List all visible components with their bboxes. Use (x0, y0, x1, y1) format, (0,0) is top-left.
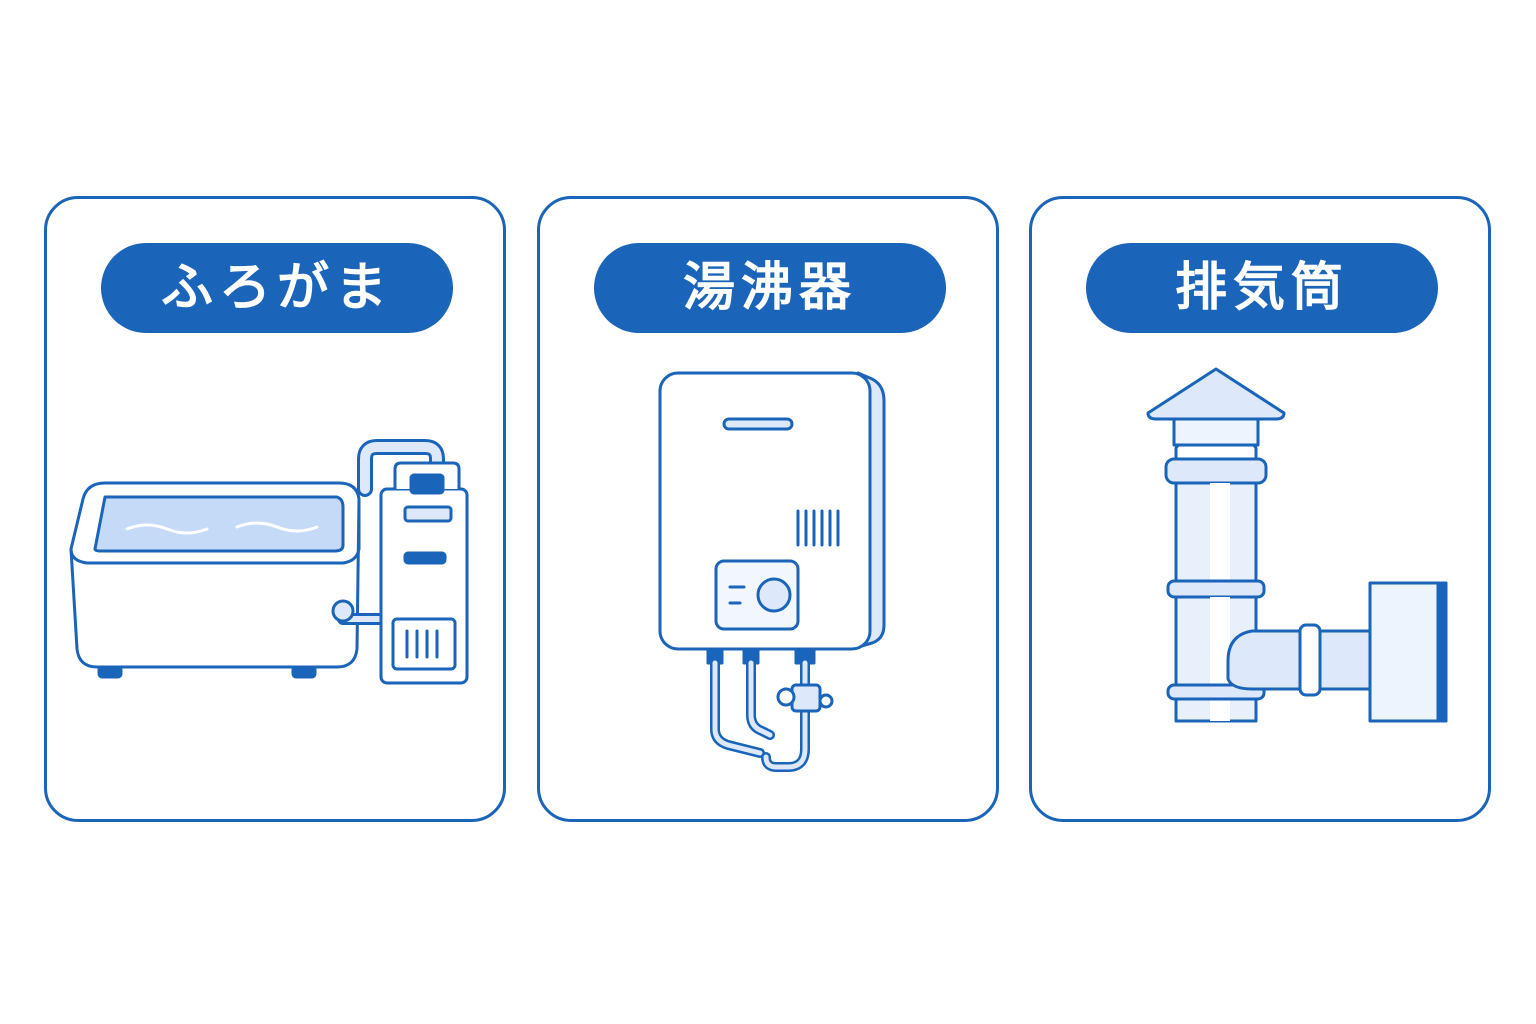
card-label-furogama: ふろがま (101, 243, 453, 333)
card-furogama: ふろがま (44, 196, 506, 822)
bathtub-with-boiler-icon (69, 439, 469, 685)
exhaust-pipe-icon (1146, 367, 1448, 723)
card-label-yuwakashiki: 湯沸器 (594, 243, 946, 333)
card-yuwakashiki: 湯沸器 (537, 196, 999, 822)
card-label-haikitou: 排気筒 (1086, 243, 1438, 333)
water-heater-icon (658, 371, 886, 772)
card-haikitou: 排気筒 (1029, 196, 1491, 822)
